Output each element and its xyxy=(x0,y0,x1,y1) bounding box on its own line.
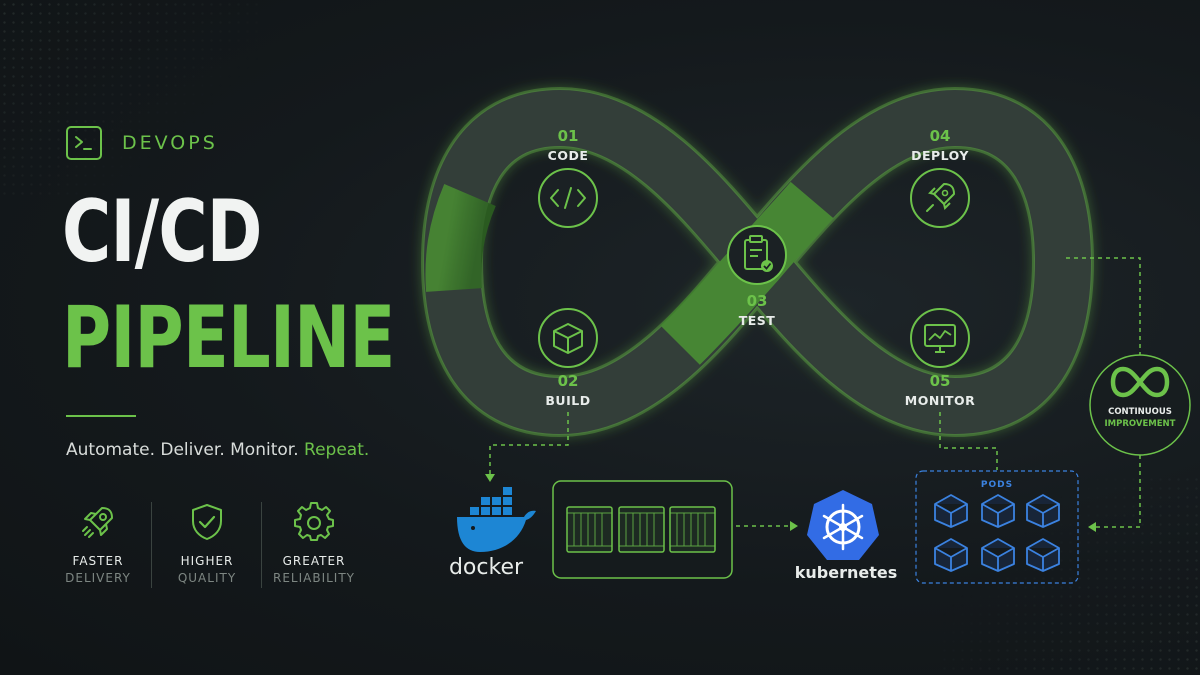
connectors xyxy=(489,257,1141,528)
stage-build-label: BUILD xyxy=(545,393,590,408)
continuous-label-1: CONTINUOUS xyxy=(1108,407,1172,417)
stage-test-number: 03 xyxy=(747,292,768,310)
benefit-bottom: DELIVERY xyxy=(65,571,131,585)
benefit-top: GREATER xyxy=(282,554,346,568)
stage-deploy-label: DEPLOY xyxy=(911,148,969,163)
benefit-higher-quality: HIGHER QUALITY xyxy=(152,500,262,585)
arrow-head xyxy=(790,521,798,531)
benefit-faster-delivery: FASTER DELIVERY xyxy=(43,500,153,585)
infinity-icon xyxy=(1110,366,1170,398)
tagline: Automate. Deliver. Monitor. Repeat. xyxy=(66,440,369,460)
tagline-accent: Repeat. xyxy=(304,440,370,460)
stage-monitor-label: MONITOR xyxy=(905,393,975,408)
benefit-bottom: QUALITY xyxy=(177,571,237,585)
stage-code-icon xyxy=(538,168,598,228)
pods-label: PODS xyxy=(981,480,1013,490)
title-line-2: PIPELINE xyxy=(62,288,395,388)
title-line-1: CI/CD xyxy=(62,182,262,282)
stage-test-icon xyxy=(727,225,787,285)
continuous-improvement-badge xyxy=(1089,354,1191,456)
stage-code-number: 01 xyxy=(558,127,579,145)
kubernetes-label: kubernetes xyxy=(795,563,898,582)
benefit-bottom: RELIABILITY xyxy=(272,571,355,585)
stage-monitor-number: 05 xyxy=(930,372,951,390)
benefit-top: FASTER xyxy=(72,554,124,568)
stage-deploy-icon xyxy=(910,168,970,228)
stage-build-icon xyxy=(538,308,598,368)
brand-label: DEVOPS xyxy=(122,132,218,154)
separator xyxy=(261,502,262,588)
pod-cube-icon xyxy=(981,538,1015,572)
separator xyxy=(151,502,152,588)
pod-cube-icon xyxy=(981,494,1015,528)
stage-deploy-number: 04 xyxy=(930,127,951,145)
rocket-icon xyxy=(82,507,113,538)
benefit-greater-reliability: GREATER RELIABILITY xyxy=(259,500,369,585)
shield-check-icon xyxy=(192,504,222,540)
benefit-top: HIGHER xyxy=(180,554,234,568)
pod-cube-icon xyxy=(934,494,968,528)
divider xyxy=(66,415,136,417)
arrow-head xyxy=(485,474,495,482)
pod-cube-icon xyxy=(1026,538,1060,572)
dot-pattern-top xyxy=(0,0,260,200)
terminal-icon xyxy=(66,126,102,160)
tagline-main: Automate. Deliver. Monitor. xyxy=(66,440,299,460)
pod-cube-icon xyxy=(934,538,968,572)
brand: DEVOPS xyxy=(66,126,218,160)
pods-group xyxy=(915,470,1079,584)
docker-label: docker xyxy=(449,555,524,580)
stage-monitor-icon xyxy=(910,308,970,368)
arrow-head xyxy=(1088,522,1096,532)
kubernetes-logo xyxy=(807,490,879,560)
stage-build-number: 02 xyxy=(558,372,579,390)
pod-cube-icon xyxy=(1026,494,1060,528)
container-registry xyxy=(552,480,733,579)
stage-test-label: TEST xyxy=(739,313,776,328)
docker-logo xyxy=(457,487,536,552)
continuous-label-2: IMPROVEMENT xyxy=(1105,419,1176,429)
gear-icon xyxy=(294,502,334,541)
stage-code-label: CODE xyxy=(548,148,589,163)
